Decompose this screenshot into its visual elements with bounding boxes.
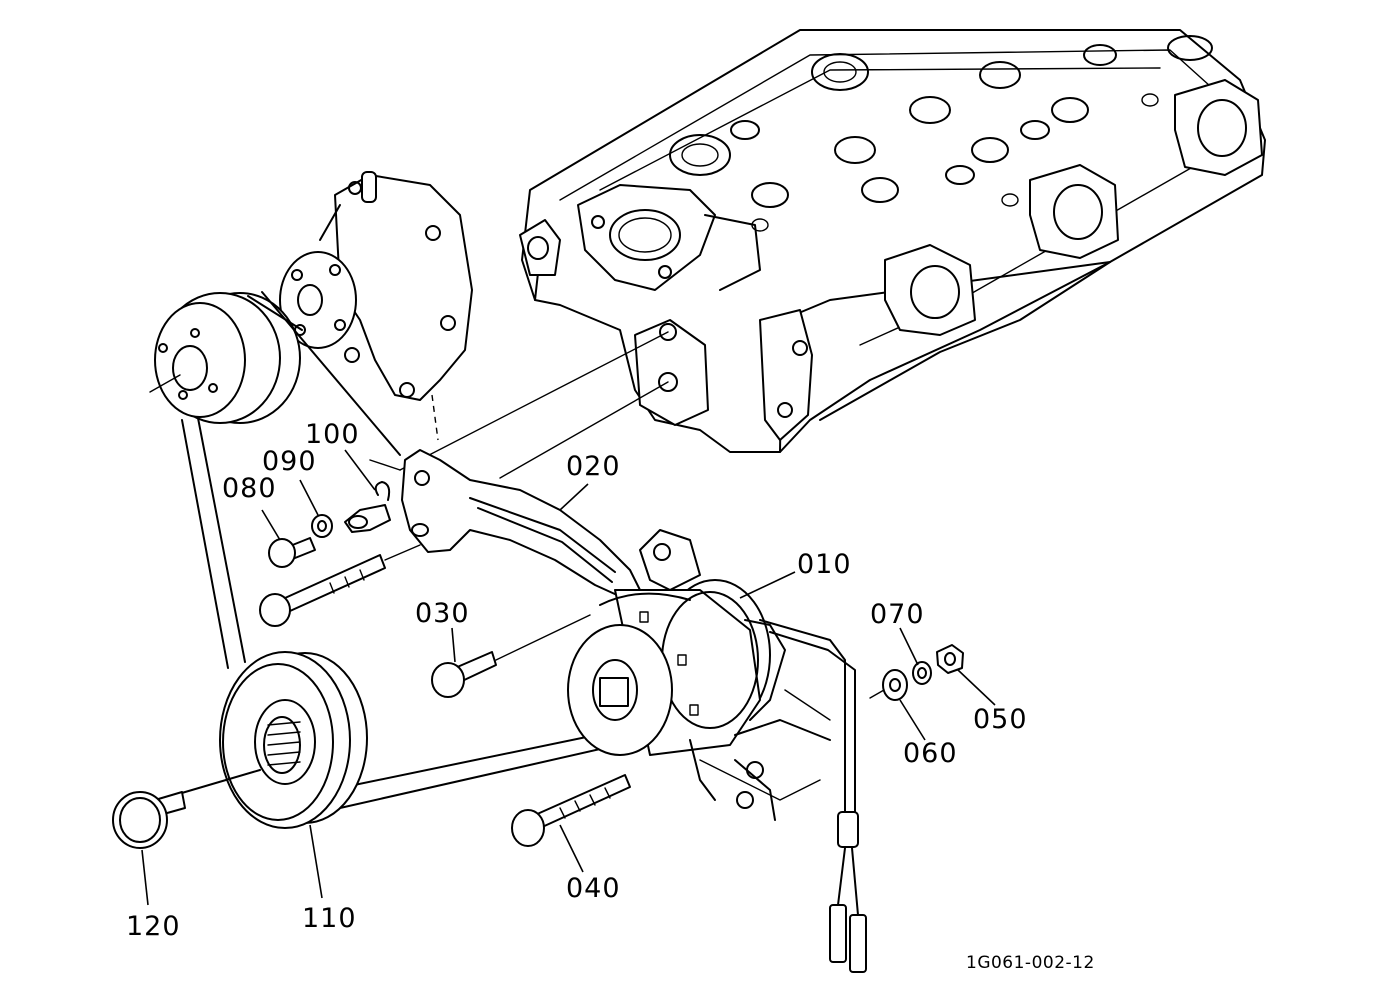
part-label-080: 080 <box>222 473 277 504</box>
fan-belt <box>181 291 641 809</box>
part-label-050: 050 <box>973 704 1028 735</box>
part-label-010: 010 <box>797 549 852 580</box>
mount-bolt-long <box>511 774 631 847</box>
wiring-harness <box>759 619 867 973</box>
part-label-020: 020 <box>566 451 621 482</box>
cylinder-head <box>519 29 1266 453</box>
adjusting-bolt <box>431 614 591 698</box>
nut-050 <box>936 644 964 674</box>
part-label-030: 030 <box>415 598 470 629</box>
washer-090 <box>311 514 333 538</box>
alternator <box>567 529 831 821</box>
part-labels: 010 020 030 040 050 060 070 080 090 100 … <box>126 419 1028 942</box>
clamp-100 <box>344 481 391 533</box>
crank-bolt <box>112 769 261 849</box>
water-pump <box>279 171 473 441</box>
part-label-110: 110 <box>302 903 357 934</box>
leader-lines <box>141 449 996 906</box>
part-label-040: 040 <box>566 873 621 904</box>
small-bolt <box>268 537 316 568</box>
part-label-060: 060 <box>903 738 958 769</box>
drawing-reference-code: 1G061-002-12 <box>966 953 1095 973</box>
fan-pulley <box>149 292 301 424</box>
crankshaft-pulley <box>219 651 368 829</box>
spring-washer-070 <box>912 661 932 685</box>
part-label-100: 100 <box>305 419 360 450</box>
part-label-120: 120 <box>126 911 181 942</box>
alignment-lines <box>369 331 669 479</box>
part-label-090: 090 <box>262 446 317 477</box>
bracket-bolt <box>259 544 421 627</box>
washer-060 <box>882 669 908 701</box>
part-label-070: 070 <box>870 599 925 630</box>
